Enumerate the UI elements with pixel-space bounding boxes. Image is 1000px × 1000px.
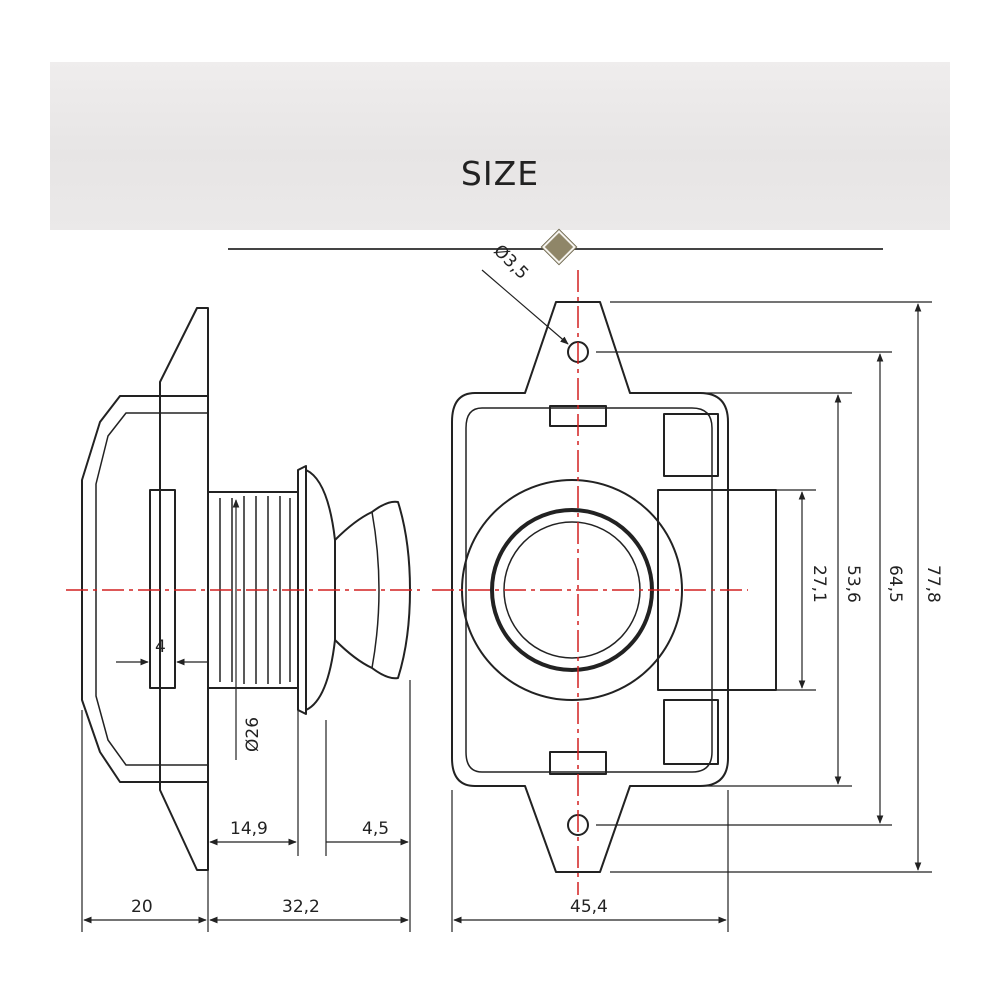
dim-14-9-label: 14,9: [230, 819, 268, 839]
right-latch-lower: [663, 699, 719, 765]
right-latch-upper: [663, 413, 719, 477]
dim-20-label: 20: [131, 897, 153, 917]
side-view: [81, 307, 411, 871]
dim-4-5-label: 4,5: [362, 819, 389, 839]
side-flange: [159, 307, 209, 871]
dim-32-2-label: 32,2: [282, 897, 320, 917]
dim-26-label: Ø26: [243, 717, 263, 752]
dim-3-5-label: Ø3,5: [489, 241, 532, 284]
dim-27-1-label: 27,1: [809, 565, 829, 603]
front-centerlines: [432, 270, 748, 895]
dim-64-5-label: 64,5: [885, 565, 905, 603]
dimension-lines: [81, 269, 932, 932]
dim-4-label: 4: [155, 637, 166, 657]
side-housing: [81, 395, 208, 783]
dim-53-6-label: 53,6: [843, 565, 863, 603]
side-collar: [297, 465, 307, 715]
size-banner: SIZE: [50, 62, 950, 264]
dim-45-4-label: 45,4: [570, 897, 608, 917]
dim-77-8-label: 77,8: [923, 565, 943, 603]
page-title: SIZE: [460, 154, 540, 193]
side-slot: [149, 489, 176, 689]
